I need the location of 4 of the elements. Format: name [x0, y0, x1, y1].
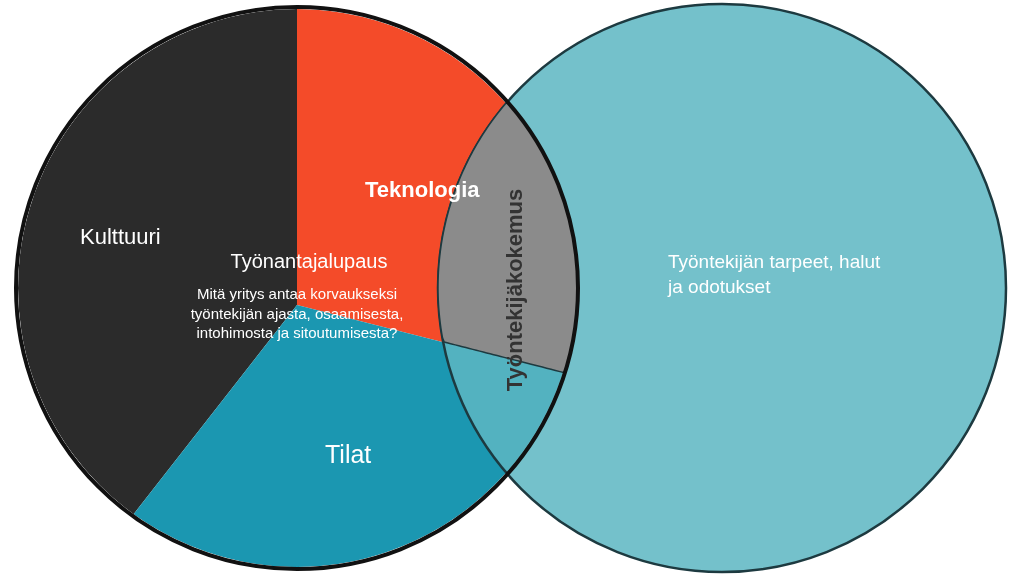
segment-label: Kulttuuri	[80, 223, 162, 251]
segment-label: Tilat	[325, 439, 373, 470]
vertical-label: Työntekijäkokemus	[500, 188, 528, 392]
segment-label: Työntekijän tarpeet, halut ja odotukset	[668, 250, 882, 299]
